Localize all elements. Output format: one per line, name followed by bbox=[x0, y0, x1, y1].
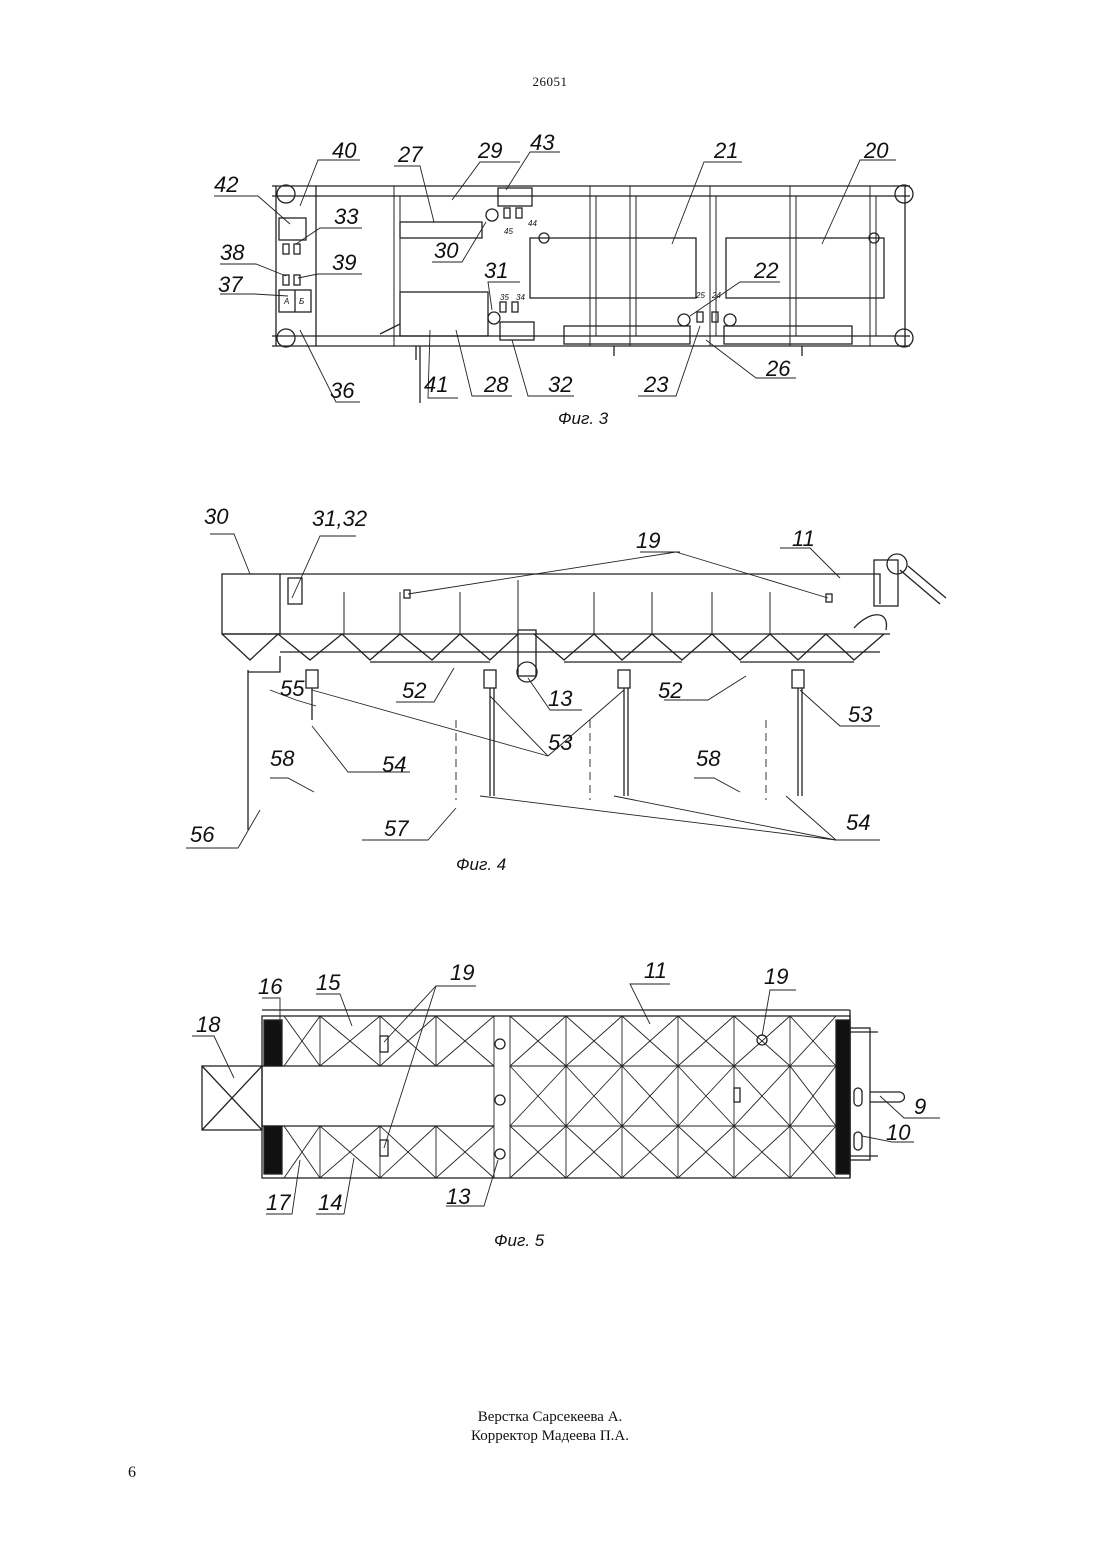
fig5-label-17: 17 bbox=[266, 1190, 291, 1215]
fig5-label-14: 14 bbox=[318, 1190, 342, 1215]
fig5-label-19b: 19 bbox=[764, 964, 788, 989]
imprint-footer: Верстка Сарсекеева А. Корректор Мадеева … bbox=[0, 1408, 1100, 1446]
page-number: 6 bbox=[128, 1464, 136, 1482]
fig5-label-10: 10 bbox=[886, 1120, 911, 1145]
fig5-label-13: 13 bbox=[446, 1184, 471, 1209]
fig5-label-9: 9 bbox=[914, 1094, 926, 1119]
fig5-label-18: 18 bbox=[196, 1012, 221, 1037]
fig5-label-15: 15 bbox=[316, 970, 341, 995]
fig5-label-11: 11 bbox=[644, 958, 667, 983]
fig5-label-19a: 19 bbox=[450, 960, 474, 985]
layout-credit: Верстка Сарсекеева А. bbox=[0, 1408, 1100, 1427]
fig5-caption: Фиг. 5 bbox=[494, 1231, 545, 1250]
fig5-label-16: 16 bbox=[258, 974, 283, 999]
fig5-drawing bbox=[192, 984, 940, 1214]
fig5-labels: 16 15 19 11 19 18 9 10 17 14 13 Фиг. 5 bbox=[196, 958, 926, 1250]
corrector-credit: Корректор Мадеева П.А. bbox=[0, 1427, 1100, 1446]
